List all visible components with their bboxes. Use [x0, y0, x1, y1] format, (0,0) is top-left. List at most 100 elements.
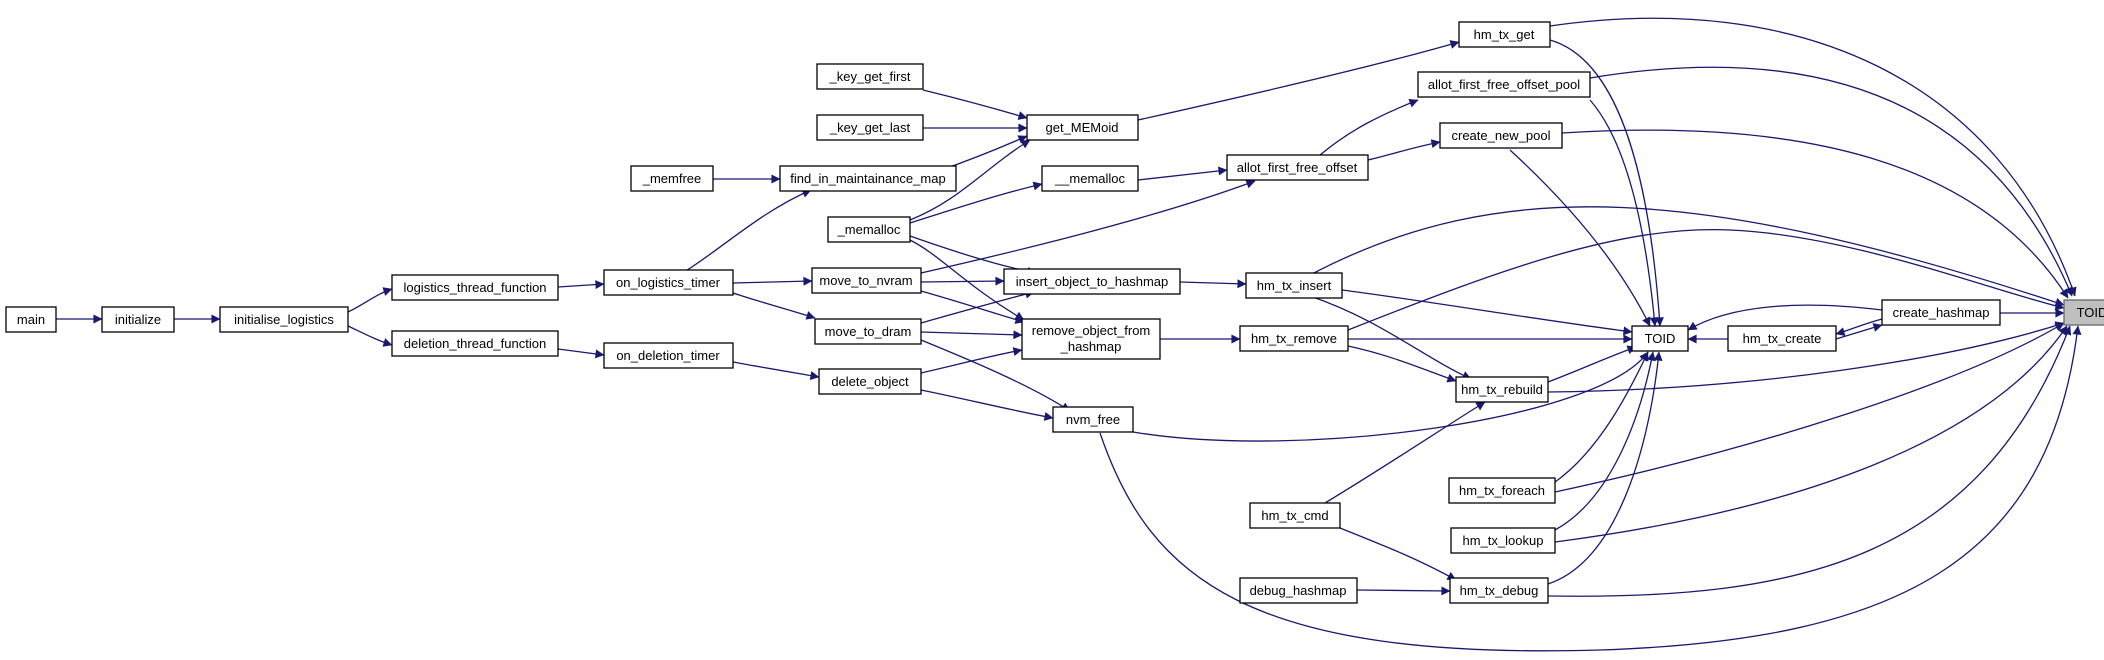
node-nvm-free[interactable]: nvm_free: [1052, 406, 1134, 433]
node-allot-first-free-offset-label: allot_first_free_offset: [1237, 160, 1358, 175]
node-main[interactable]: main: [5, 306, 57, 333]
node-main-label: main: [17, 312, 45, 327]
node-create-hashmap[interactable]: create_hashmap: [1881, 299, 2001, 326]
node-deletion-thread-function-label: deletion_thread_function: [404, 336, 546, 351]
edge-hm-tx-get-toid: [1549, 39, 1664, 327]
node-hm-tx-cmd-label: hm_tx_cmd: [1261, 508, 1328, 523]
node-remove-object-line1: remove_object_from: [1032, 323, 1151, 338]
node-remove-object-line2: _hashmap: [1060, 339, 1122, 354]
node-logistics-thread-function[interactable]: logistics_thread_function: [391, 274, 559, 301]
edge-hm-tx-lookup-toid: [1554, 351, 1656, 531]
node-initialize[interactable]: initialize: [101, 306, 175, 333]
node-allot-first-free-offset[interactable]: allot_first_free_offset: [1226, 154, 1369, 181]
edge-move-to-dram-insert-object: [920, 289, 1035, 324]
edge-get-memoid-hm-tx-get: [1137, 40, 1460, 121]
node-hm-tx-debug-label: hm_tx_debug: [1460, 583, 1539, 598]
node-move-to-dram-label: move_to_dram: [825, 324, 912, 339]
edge-hm-tx-insert-toid: [1341, 289, 1633, 336]
edge-on-logistics-timer-move-to-nvram: [732, 276, 813, 286]
node-on-deletion-timer-label: on_deletion_timer: [616, 348, 720, 363]
node-hm-tx-remove-label: hm_tx_remove: [1251, 331, 1337, 346]
edge-allot-pool-toid: [1589, 99, 1659, 327]
node-hm-tx-create-label: hm_tx_create: [1743, 331, 1822, 346]
node-move-to-nvram[interactable]: move_to_nvram: [811, 267, 922, 294]
edge-move-to-nvram-allot-offset: [920, 179, 1256, 274]
node-hm-tx-foreach-label: hm_tx_foreach: [1459, 483, 1545, 498]
edge-hm-tx-remove-toid-end: [1347, 228, 2065, 331]
edge-insert-object-hm-tx-insert: [1179, 279, 1247, 289]
node-memalloc[interactable]: _memalloc: [827, 216, 911, 243]
node-hm-tx-get-label: hm_tx_get: [1474, 27, 1535, 42]
edge-on-deletion-timer-delete-object: [732, 361, 820, 380]
node-hm-tx-insert[interactable]: hm_tx_insert: [1245, 272, 1343, 299]
node-on-deletion-timer[interactable]: on_deletion_timer: [603, 342, 734, 369]
node-debug-hashmap[interactable]: debug_hashmap: [1239, 577, 1358, 604]
edge-delete-object-nvm-free: [920, 389, 1054, 421]
node-create-hashmap-label: create_hashmap: [1893, 305, 1990, 320]
node-move-to-dram[interactable]: move_to_dram: [814, 318, 922, 345]
edge-hm-tx-rebuild-toid: [1547, 345, 1637, 383]
edge-hm-tx-debug-toid-end: [1547, 325, 2072, 597]
edge-move-to-nvram-insert-object: [920, 276, 1005, 286]
edge-memalloc-get-memoid: [909, 139, 1031, 221]
edge-create-new-pool-toid: [1509, 149, 1651, 327]
node-hm-tx-create[interactable]: hm_tx_create: [1727, 325, 1837, 352]
edge-create-new-pool-toid-end: [1561, 129, 2069, 299]
edge-nvm-free-toid-end: [1099, 325, 2082, 652]
edge-allot-offset-create-new-pool: [1367, 139, 1441, 161]
edges: [56, 17, 2082, 652]
node-hm-tx-rebuild[interactable]: hm_tx_rebuild: [1455, 376, 1549, 403]
node-remove-object-from-hashmap[interactable]: remove_object_from_hashmap: [1021, 318, 1161, 360]
node-allot-first-free-offset-pool[interactable]: allot_first_free_offset_pool: [1417, 71, 1591, 98]
node-delete-object-label: delete_object: [831, 374, 909, 389]
edge-deletion-thread-on-deletion-timer: [557, 348, 605, 359]
node-allot-first-free-offset-pool-label: allot_first_free_offset_pool: [1428, 77, 1580, 92]
edge-allot-pool-toid-end: [1589, 66, 2073, 297]
node-insert-object-to-hashmap[interactable]: insert_object_to_hashmap: [1003, 268, 1181, 295]
node-toid-mid[interactable]: TOID: [1631, 325, 1689, 352]
node-toid-target[interactable]: TOID: [2063, 299, 2104, 326]
edge-initialise-logistics-logistics-thread: [347, 287, 393, 313]
node-memalloc2[interactable]: __memalloc: [1041, 165, 1139, 192]
node-memalloc2-label: __memalloc: [1054, 171, 1126, 186]
node-on-logistics-timer[interactable]: on_logistics_timer: [603, 269, 734, 296]
node-key-get-first-label: _key_get_first: [829, 69, 911, 84]
node-key-get-last-label: _key_get_last: [829, 120, 911, 135]
node-memfree-label: _memfree: [642, 171, 702, 186]
edge-on-logistics-timer-move-to-dram: [732, 292, 816, 320]
node-hm-tx-debug[interactable]: hm_tx_debug: [1449, 577, 1549, 604]
node-initialise-logistics[interactable]: initialise_logistics: [219, 306, 349, 333]
node-key-get-first[interactable]: _key_get_first: [816, 63, 924, 90]
edge-hm-tx-get-toid-end: [1549, 17, 2077, 297]
node-create-new-pool[interactable]: create_new_pool: [1439, 122, 1563, 149]
edge-hm-tx-lookup-toid-end: [1554, 325, 2068, 543]
node-find-in-maintainance-map-label: find_in_maintainance_map: [790, 171, 945, 186]
node-hm-tx-remove[interactable]: hm_tx_remove: [1239, 325, 1349, 352]
node-find-in-maintainance-map[interactable]: find_in_maintainance_map: [779, 165, 957, 192]
edge-logistics-thread-on-logistics-timer: [557, 280, 605, 290]
edge-on-logistics-timer-find-in-map: [683, 189, 812, 273]
edge-create-hashmap-toid: [1687, 304, 1883, 331]
node-toid-target-label: TOID: [2077, 305, 2104, 320]
node-deletion-thread-function[interactable]: deletion_thread_function: [391, 330, 559, 357]
node-hm-tx-cmd[interactable]: hm_tx_cmd: [1249, 502, 1341, 529]
node-initialize-label: initialize: [115, 312, 161, 327]
edge-hm-tx-create-toid-end: [1835, 323, 1883, 340]
edge-key-get-first-get-memoid: [922, 89, 1028, 120]
node-hm-tx-lookup[interactable]: hm_tx_lookup: [1450, 527, 1556, 554]
node-key-get-last[interactable]: _key_get_last: [816, 114, 924, 141]
node-hm-tx-rebuild-label: hm_tx_rebuild: [1461, 382, 1543, 397]
edge-hm-tx-insert-toid-end: [1309, 206, 2065, 307]
node-insert-object-to-hashmap-label: insert_object_to_hashmap: [1016, 274, 1169, 289]
edge-move-to-nvram-remove-object: [920, 290, 1025, 324]
edge-hm-tx-debug-toid: [1547, 351, 1663, 585]
edge-create-hashmap-hm-tx-create: [1835, 318, 1883, 336]
node-get-memoid[interactable]: get_MEMoid: [1026, 114, 1139, 141]
node-hm-tx-get[interactable]: hm_tx_get: [1458, 21, 1551, 48]
node-hm-tx-foreach[interactable]: hm_tx_foreach: [1448, 477, 1556, 504]
edge-allot-offset-allot-pool: [1319, 98, 1419, 156]
node-memfree[interactable]: _memfree: [630, 165, 714, 192]
edge-memalloc-memalloc2: [909, 181, 1043, 224]
node-delete-object[interactable]: delete_object: [818, 368, 922, 395]
